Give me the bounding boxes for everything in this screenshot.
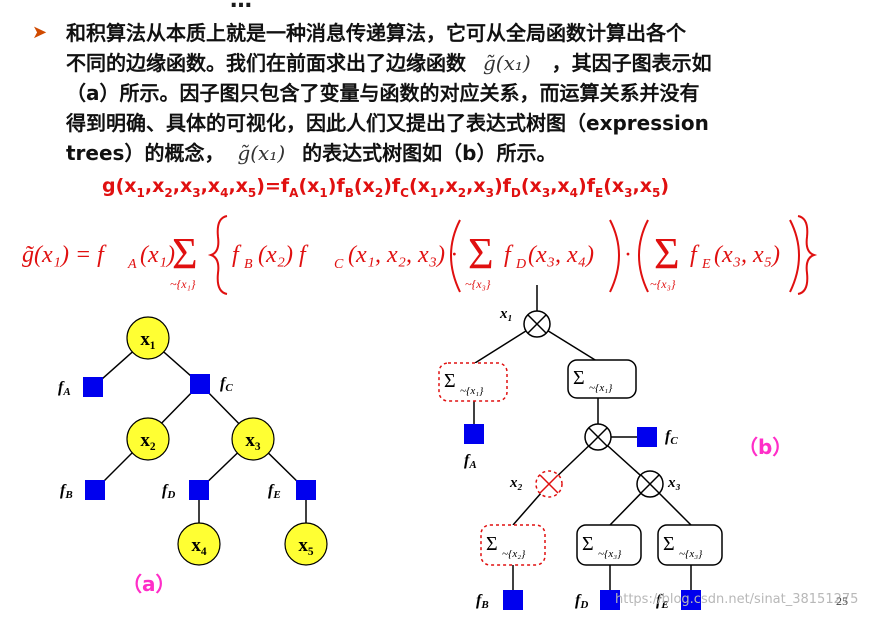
factor-label-fA: fA xyxy=(58,379,71,398)
right-paren-2 xyxy=(789,219,800,293)
factor-node-fB xyxy=(85,480,105,500)
figure-label-b: （b） xyxy=(738,435,793,459)
sum-symbol-3: Σ xyxy=(654,229,680,278)
formula-lhs: g̃(x₁) = f xyxy=(22,242,107,268)
para-line-2: 不同的边缘函数。我们在前面求出了边缘函数 g̃(x₁) ，其因子图表示如 xyxy=(66,48,712,78)
left-curly-brace xyxy=(207,215,228,295)
sum-sub-x1-left: ~{x₁} xyxy=(460,385,484,397)
sum-box-x3-b xyxy=(657,524,723,566)
sum-sigma-x1-left: Σ xyxy=(444,370,456,392)
term-fe-arg: (x₃, x₅) xyxy=(714,242,780,268)
variable-label-x1: x₁ xyxy=(140,329,155,350)
tree-factor-label-fC: fC xyxy=(665,428,678,447)
para-line-5-text-a: trees）的概念， xyxy=(66,141,225,165)
sum-subscript-2: ~{x₃} xyxy=(465,277,491,291)
figure-label-a: （a） xyxy=(122,572,176,596)
tree-factor-label-fE: fE xyxy=(656,592,669,611)
variable-label-x3: x₃ xyxy=(245,430,261,451)
factor-label-fE: fE xyxy=(268,482,281,501)
term-fe-sub: E xyxy=(701,257,711,272)
sum-sigma-x2: Σ xyxy=(486,533,498,555)
variable-node-x4 xyxy=(177,522,221,566)
variable-node-x3 xyxy=(231,417,275,461)
factor-label-fD: fD xyxy=(162,482,175,501)
term-fb: f xyxy=(232,242,242,268)
para-line-5-text-b: 的表达式树图如（b）所示。 xyxy=(302,141,557,165)
para-line-1: 和积算法从本质上就是一种消息传递算法，它可从全局函数计算出各个 xyxy=(66,21,686,45)
para-line-3: （a）所示。因子图只包含了变量与函数的对应关系，而运算关系并没有 xyxy=(66,81,700,105)
term-fb-arg: (x₂) f xyxy=(258,242,309,268)
sum-sigma-x3-b: Σ xyxy=(663,533,675,555)
factor-node-fD xyxy=(189,480,209,500)
sum-sub-x3-a: ~{x₃} xyxy=(598,548,622,560)
sum-box-x2-dashed xyxy=(480,524,546,566)
tree-label-x1: x₁ xyxy=(499,306,513,322)
variable-node-x5 xyxy=(284,522,328,566)
sum-sub-x1-right: ~{x₁} xyxy=(589,382,613,394)
sum-sigma-x1-right: Σ xyxy=(573,367,585,389)
term-fd-arg: (x₃, x₄) xyxy=(528,242,594,268)
bullet-arrow-icon: ➤ xyxy=(32,22,48,43)
term-fb-sub: B xyxy=(244,257,253,272)
factor-label-fC: fC xyxy=(220,375,233,394)
formula-lhs-arg: (x₁) xyxy=(140,242,175,268)
para-line-2-text-a: 不同的边缘函数。我们在前面求出了边缘函数 xyxy=(66,51,466,75)
factor-label-fB: fB xyxy=(60,482,73,501)
sum-symbol-2: Σ xyxy=(468,229,494,278)
variable-node-x2 xyxy=(126,417,170,461)
formula-lhs-sub: A xyxy=(127,257,137,272)
tree-factor-fD xyxy=(600,590,620,610)
sum-symbol-1: Σ xyxy=(172,229,198,278)
sum-sub-x3-b: ~{x₃} xyxy=(679,548,703,560)
global-function-formula: g(x1,x2,x3,x4,x5)=fA(x1)fB(x2)fC(x1,x2,x… xyxy=(102,175,670,200)
sum-subscript-1: ~{x₁} xyxy=(170,277,196,291)
variable-label-x4: x₄ xyxy=(191,535,207,556)
right-curly-brace xyxy=(797,215,818,295)
left-paren-2 xyxy=(638,219,649,293)
sum-sub-x2: ~{x₂} xyxy=(502,548,526,560)
cropped-title-bar: … xyxy=(0,0,870,16)
variable-node-x1 xyxy=(126,316,170,360)
factor-graph-a: x₁ x₂ x₃ x₄ x₅ fA fC fB fD fE xyxy=(58,316,328,566)
tree-factor-fA xyxy=(464,424,484,444)
factor-node-fA xyxy=(83,377,103,397)
para-line-4: 得到明确、具体的可视化，因此人们又提出了表达式树图（expression xyxy=(66,111,709,135)
dot-operator: · xyxy=(624,242,632,268)
sum-box-x3-a xyxy=(576,524,642,566)
sum-box-x1-left-dashed xyxy=(438,362,508,402)
para-line-2-text-b: ，其因子图表示如 xyxy=(551,51,712,75)
term-fd: f xyxy=(504,242,514,268)
tree-factor-label-fD: fD xyxy=(575,592,588,611)
tree-label-x3: x₃ xyxy=(667,475,681,491)
marginal-g-x1-math: g̃(x₁) xyxy=(482,51,531,75)
marginal-g-x1-math-2: g̃(x₁) xyxy=(237,141,286,165)
sum-box-x1-right xyxy=(567,359,637,399)
factor-node-fE xyxy=(296,480,316,500)
variable-label-x2: x₂ xyxy=(140,430,156,451)
para-line-5: trees）的概念， g̃(x₁) 的表达式树图如（b）所示。 xyxy=(66,138,556,168)
sum-subscript-3: ~{x₃} xyxy=(650,277,676,291)
tree-factor-label-fB: fB xyxy=(476,592,489,611)
tree-label-x2: x₂ xyxy=(509,475,523,491)
term-fd-sub: D xyxy=(515,257,526,272)
tree-factor-fE xyxy=(681,590,701,610)
sum-sigma-x3-a: Σ xyxy=(582,533,594,555)
tree-factor-fC xyxy=(637,427,657,447)
variable-label-x5: x₅ xyxy=(298,535,314,556)
tree-factor-label-fA: fA xyxy=(464,452,477,471)
tree-factor-fB xyxy=(503,590,523,610)
term-fc-sub: C xyxy=(334,257,344,272)
factor-node-fC xyxy=(190,374,210,394)
term-fc-arg: (x₁, x₂, x₃) · xyxy=(348,242,457,268)
left-paren-1 xyxy=(450,219,461,293)
page-number: 25 xyxy=(836,594,848,608)
expression-tree-b: x₁ x₂ x₃ Σ ~{x₁} Σ ~{x₁} Σ ~{x₂} Σ ~{x₃}… xyxy=(438,285,723,611)
term-fe: f xyxy=(690,242,700,268)
right-paren-1 xyxy=(609,219,620,293)
marginal-formula: g̃(x₁) = f A (x₁) Σ ~{x₁} f B (x₂) f C (… xyxy=(22,215,818,295)
watermark-url: https://blog.csdn.net/sinat_38151275 xyxy=(615,592,859,607)
cropped-title: … xyxy=(230,0,254,13)
